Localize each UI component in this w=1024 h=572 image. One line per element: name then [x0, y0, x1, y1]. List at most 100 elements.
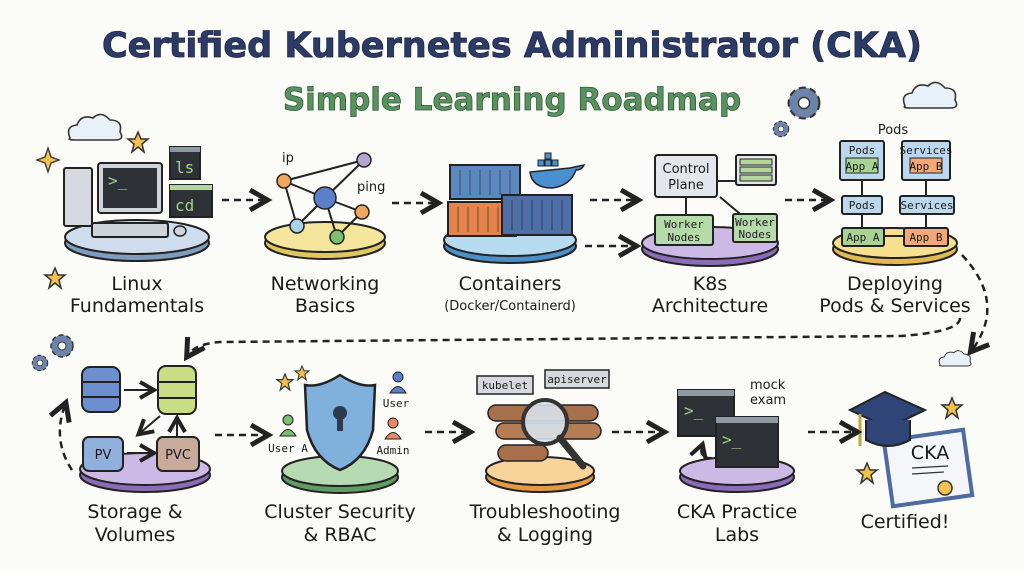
- magnifier-icon: [521, 398, 587, 470]
- box-label: App A: [846, 231, 879, 244]
- star-icon: [127, 131, 149, 153]
- shipping-containers-icon: [447, 164, 573, 237]
- stage-linux-fundamentals: >_ ls cd Linux Fundamentals: [63, 146, 213, 317]
- user-label: Admin: [376, 444, 409, 457]
- stage-label: CKA Practice: [677, 501, 797, 523]
- stage-label: Deploying: [847, 273, 943, 295]
- stage-label: & Logging: [497, 524, 593, 546]
- svg-text:apiserver: apiserver: [547, 373, 607, 386]
- box-label: Plane: [668, 178, 704, 193]
- svg-text:kubelet: kubelet: [482, 379, 528, 392]
- note-mock-exam: mock: [750, 378, 786, 393]
- box-label: Worker: [664, 218, 704, 231]
- stage-label: Cluster Security: [264, 501, 416, 523]
- box-label: App A: [845, 160, 878, 173]
- pv-cylinder: [82, 436, 124, 472]
- command-ls: ls: [175, 158, 194, 177]
- user-icon: [389, 371, 407, 394]
- command-cd: cd: [175, 196, 194, 215]
- flow-arrows: [188, 200, 987, 435]
- note-mock-exam: exam: [750, 393, 786, 408]
- box-label: PV: [95, 448, 112, 463]
- star-icon: [294, 365, 310, 381]
- stage-deploying-pods-services: Pods Pods App A Services App B Pods Serv…: [819, 123, 970, 317]
- box-label: App B: [909, 231, 942, 244]
- stage-sublabel: (Docker/Containerd): [444, 299, 576, 314]
- box-label: Worker: [735, 216, 775, 229]
- tag-ip: ip: [282, 151, 294, 166]
- arrow: [188, 317, 962, 355]
- box-label: Control: [663, 162, 710, 177]
- tag-kubelet: [476, 375, 534, 395]
- star-icon: [44, 267, 66, 289]
- box-label: PVC: [165, 448, 191, 463]
- pvc-cylinder: [156, 436, 200, 472]
- page-title: Certified Kubernetes Administrator (CKA): [102, 26, 922, 66]
- worker-node-box: [732, 213, 778, 243]
- stage-label: Volumes: [95, 524, 176, 546]
- stage-label: Linux: [111, 273, 162, 295]
- stage-label: Networking: [271, 273, 380, 295]
- box-label: Pods: [849, 199, 876, 212]
- computer-icon: >_: [63, 162, 187, 238]
- network-graph-icon: [276, 152, 372, 245]
- arrow: [961, 254, 987, 350]
- star-icon: [941, 397, 963, 419]
- stage-label: & RBAC: [303, 524, 376, 546]
- stage-label: Troubleshooting: [469, 501, 621, 523]
- certificate-icon: CKA: [881, 427, 975, 509]
- stage-k8s-architecture: Control Plane Worker Nodes Worker Nodes …: [652, 154, 778, 317]
- svg-text:>_: >_: [108, 171, 128, 190]
- box-label: Services: [901, 199, 954, 212]
- user-label: User A: [268, 442, 308, 455]
- admin-icon: [384, 417, 402, 440]
- star-icon: [856, 462, 878, 484]
- box-label: Pods: [849, 144, 876, 157]
- box-label: Nodes: [738, 228, 771, 241]
- docker-whale-icon: [529, 152, 586, 189]
- terminal-icon: >_ >_: [677, 389, 779, 468]
- svg-text:>_: >_: [722, 430, 742, 449]
- terminal-icon: ls cd: [169, 146, 213, 218]
- stage-storage-volumes: PV PVC Storage & Volumes: [60, 365, 200, 546]
- cloud-icon: [938, 350, 972, 367]
- user-icon: [279, 414, 297, 437]
- stage-label: Pods & Services: [819, 295, 970, 317]
- star-icon: [276, 373, 294, 391]
- cloud-icon: [902, 81, 958, 109]
- stage-label: K8s: [693, 273, 727, 295]
- stage-label: Architecture: [652, 295, 768, 317]
- stage-cka-practice-labs: >_ >_ mock exam CKA Practice Labs: [677, 378, 797, 546]
- tag-ping: ping: [357, 180, 385, 195]
- box-label: Services: [900, 144, 953, 157]
- pods-heading: Pods: [878, 123, 909, 138]
- control-plane-box: [654, 154, 718, 198]
- gear-icon: [772, 120, 790, 138]
- seal-icon: [937, 480, 953, 496]
- stage-certified: CKA Certified!: [847, 390, 975, 533]
- user-label: User: [383, 397, 410, 410]
- stage-label: Certified!: [861, 511, 950, 533]
- box-label: App B: [909, 160, 942, 173]
- cloud-icon: [67, 113, 123, 141]
- stage-label: Storage &: [87, 501, 182, 523]
- sparkle-icon: [35, 145, 61, 175]
- gear-icon: [787, 86, 821, 120]
- tag-apiserver: [544, 369, 610, 389]
- stage-containers: Containers (Docker/Containerd): [444, 152, 586, 314]
- gear-icon: [31, 354, 49, 372]
- stage-label: Fundamentals: [70, 295, 204, 317]
- stage-label: Basics: [295, 295, 355, 317]
- svg-text:>_: >_: [684, 401, 704, 420]
- stage-label: Containers: [459, 273, 562, 295]
- gear-icon: [50, 334, 74, 358]
- stage-networking-basics: ip ping Networking Basics: [271, 151, 386, 317]
- page-subtitle: Simple Learning Roadmap: [283, 82, 741, 118]
- database-icon: [81, 365, 197, 440]
- stage-cluster-security-rbac: User User A Admin Cluster Security & RBA…: [264, 371, 416, 546]
- certificate-title: CKA: [911, 442, 949, 464]
- stage-label: Labs: [715, 524, 759, 546]
- worker-node-box: [654, 214, 714, 246]
- stage-troubleshooting-logging: kubelet apiserver Troubleshooting & Logg…: [469, 369, 621, 546]
